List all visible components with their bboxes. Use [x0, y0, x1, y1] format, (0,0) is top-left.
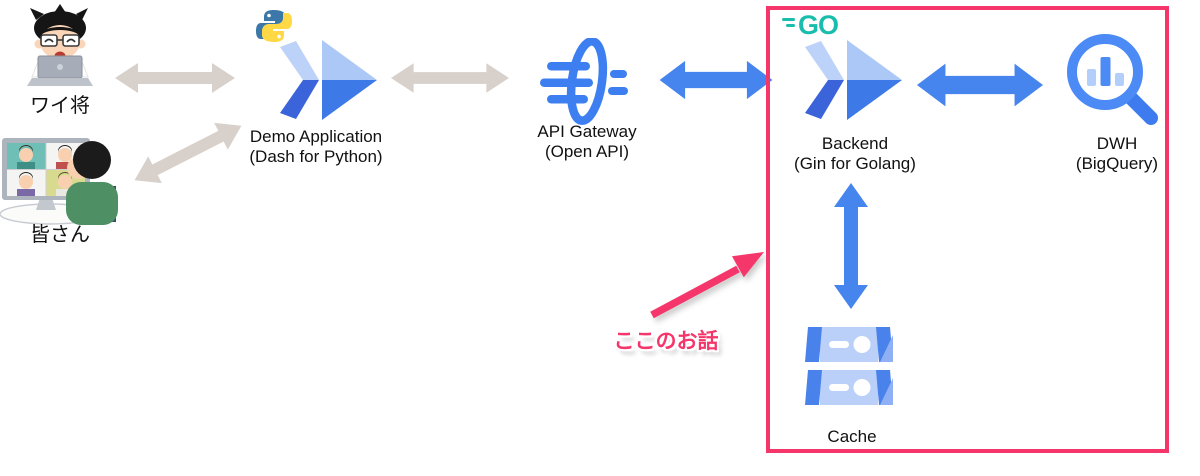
backend-label: Backend (Gin for Golang) — [794, 134, 916, 174]
audience-icon — [0, 138, 118, 225]
audience-label: 皆さん — [30, 224, 90, 246]
python-icon — [256, 10, 292, 42]
arrow-audience-demo — [134, 122, 242, 184]
svg-text:GO: GO — [798, 10, 838, 39]
cache-label: Cache — [827, 427, 877, 446]
arrow-backend-dwh — [917, 63, 1043, 107]
user-label: ワイ将 — [30, 95, 90, 117]
annotation-label: ここのお話 — [613, 330, 719, 353]
arrow-apigw-backend — [659, 60, 773, 100]
backend-icon — [805, 40, 902, 120]
api-gateway-label: API Gateway (Open API) — [537, 122, 637, 162]
demo-app-label: Demo Application (Dash for Python) — [249, 127, 383, 167]
arrow-demo-apigw — [391, 63, 509, 93]
annotation-arrow — [650, 252, 764, 319]
go-icon: GO — [782, 10, 839, 39]
api-gateway-icon — [540, 38, 628, 125]
cache-icon — [805, 327, 893, 405]
arrow-backend-cache — [834, 183, 868, 309]
user-icon — [27, 4, 93, 86]
arrow-user-demo — [115, 63, 235, 93]
demo-app-icon — [280, 40, 377, 120]
dwh-label: DWH (BigQuery) — [1075, 134, 1159, 174]
bigquery-icon — [1067, 34, 1158, 125]
highlight-box — [766, 6, 1169, 453]
